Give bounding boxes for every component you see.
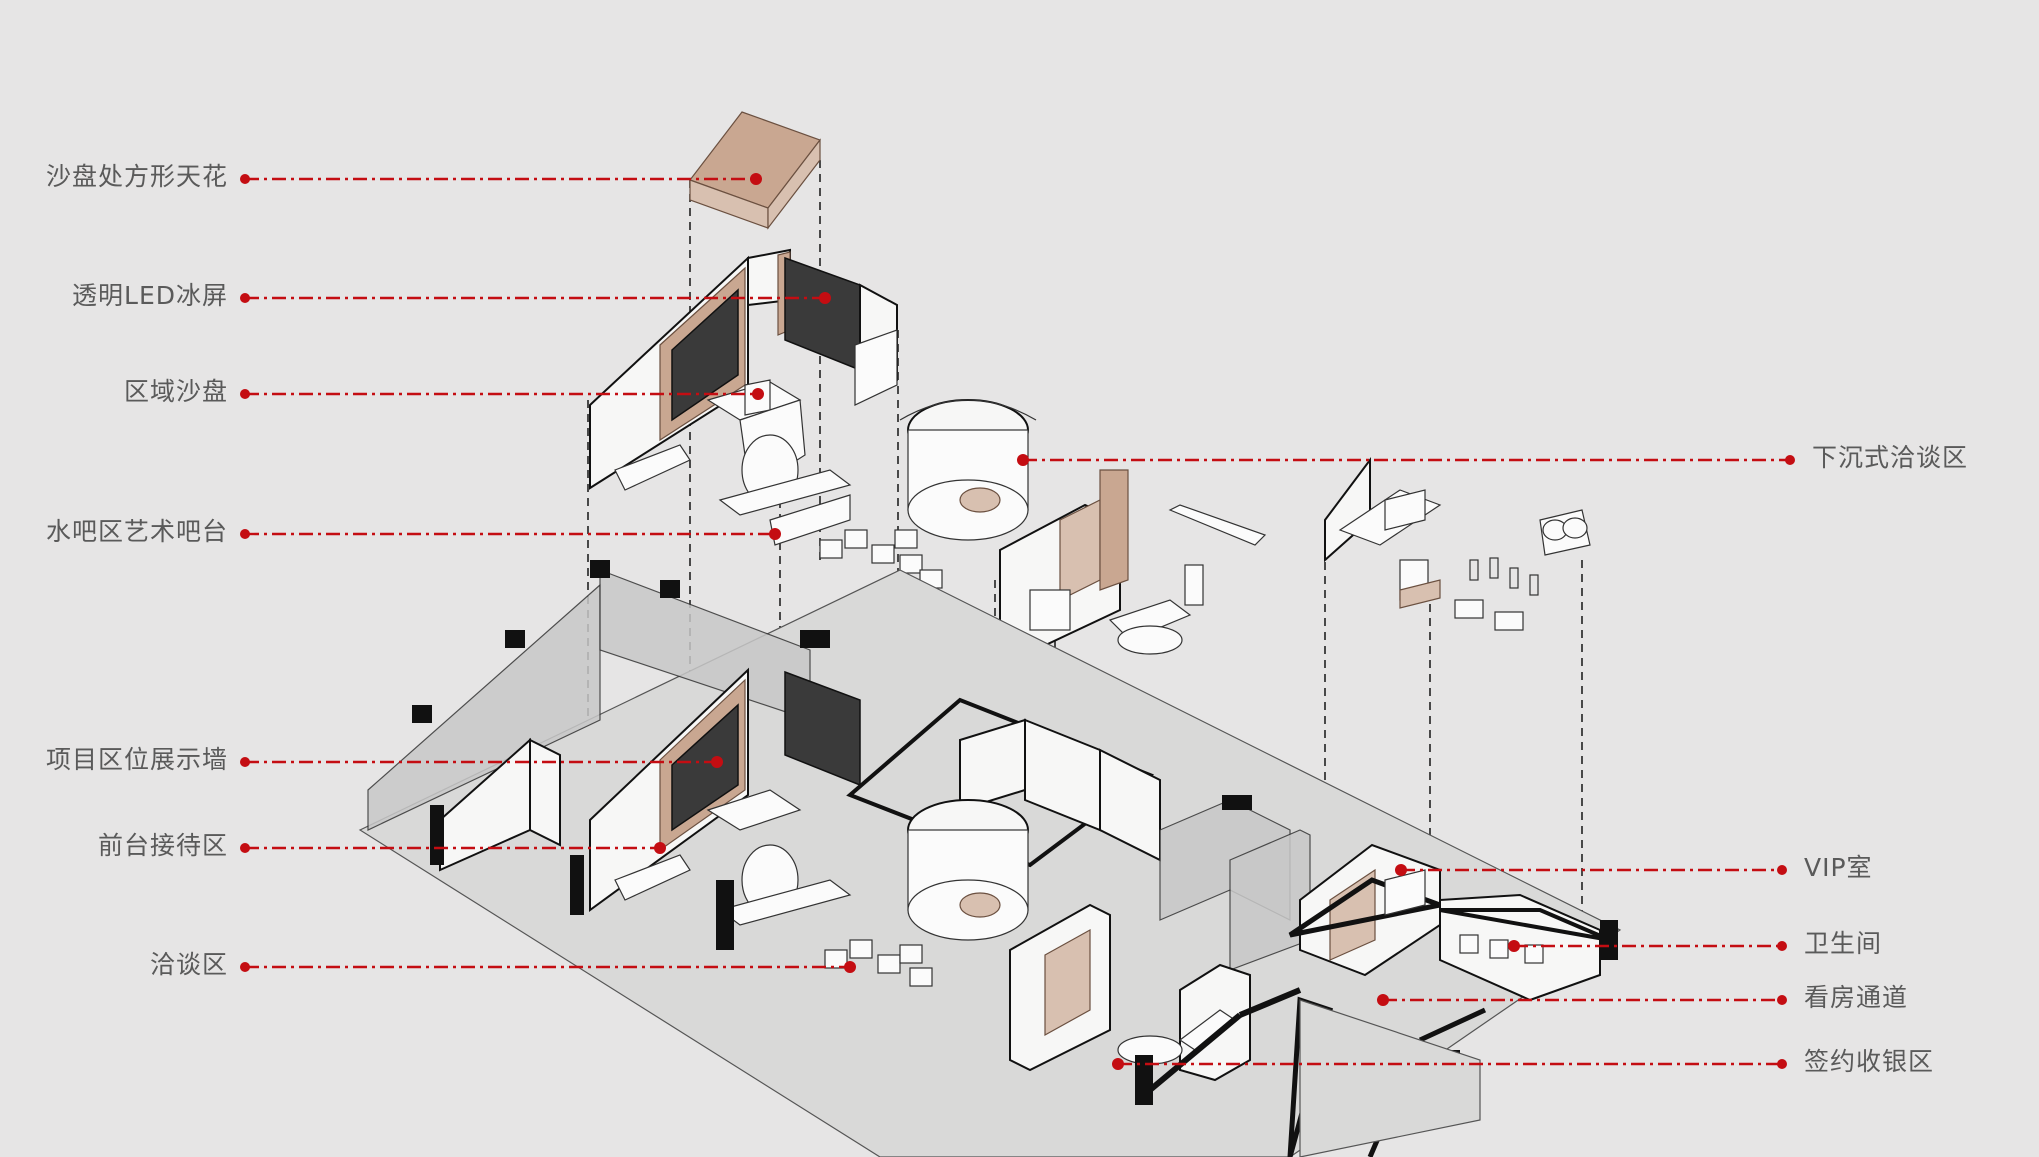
label-water-bar-art-bar: 水吧区艺术吧台 (45, 517, 228, 546)
ground-floor (358, 560, 1622, 1157)
label-contract-cashier-area: 签约收银区 (1804, 1047, 1935, 1076)
label-sand-table-ceiling: 沙盘处方形天花 (45, 162, 228, 191)
ceiling-block (689, 111, 821, 230)
leader-lines (240, 173, 1795, 1070)
label-project-location-wall: 项目区位展示墙 (45, 745, 228, 774)
label-restroom: 卫生间 (1804, 929, 1883, 958)
label-regional-sand-table: 区域沙盘 (123, 377, 228, 406)
label-front-desk-reception: 前台接待区 (97, 831, 228, 860)
upper-layer-furniture (589, 248, 1591, 655)
label-transparent-led-screen: 透明LED冰屏 (72, 281, 228, 310)
label-viewing-passage: 看房通道 (1804, 983, 1909, 1012)
label-sunken-negotiation-area: 下沉式洽谈区 (1812, 443, 1969, 472)
label-vip-room: VIP室 (1804, 853, 1873, 882)
label-negotiation-area: 洽谈区 (149, 950, 228, 979)
